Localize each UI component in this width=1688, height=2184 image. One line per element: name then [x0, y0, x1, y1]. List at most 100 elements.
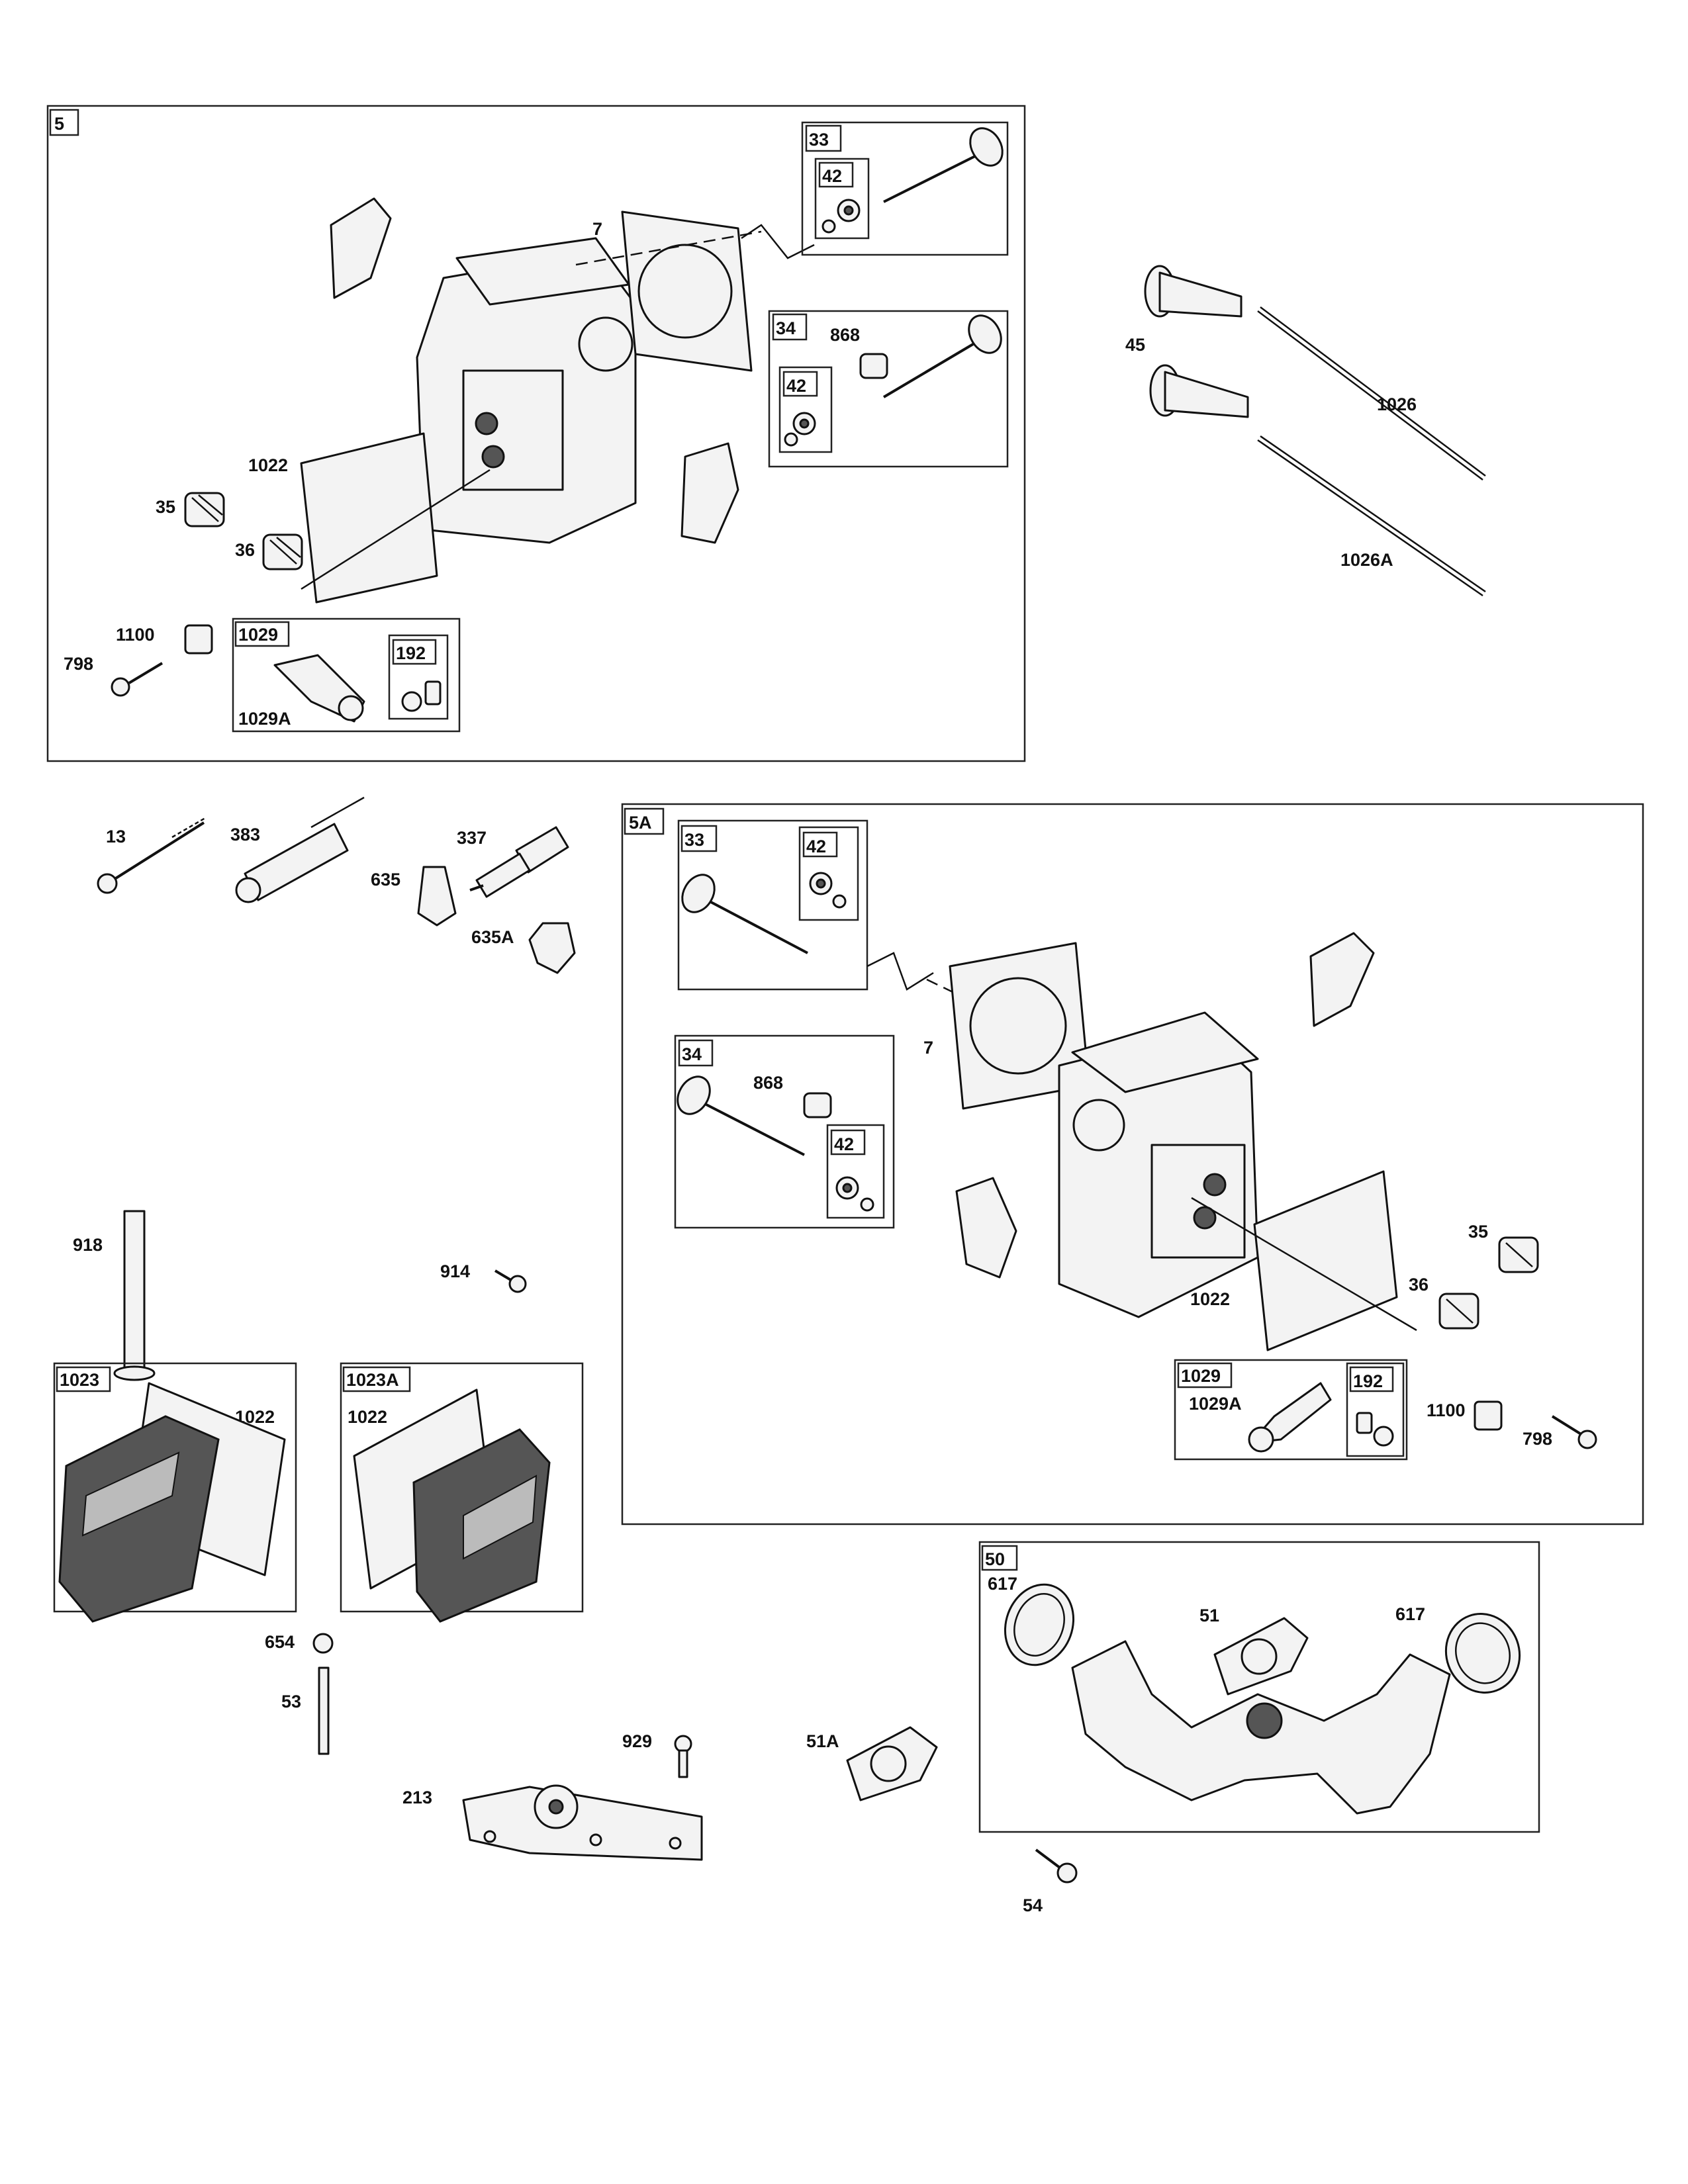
- part-36-label: 36: [235, 540, 255, 560]
- part-1023a-1022-label: 1022: [348, 1407, 387, 1427]
- gasket-51a: 51A: [806, 1726, 938, 1801]
- part-5a-7-label: 7: [923, 1038, 933, 1058]
- valve-guide-icon: [859, 353, 888, 379]
- group-1029-label: 1029: [238, 625, 278, 645]
- stud-53: 53: [281, 1666, 330, 1755]
- screw-914: 914: [440, 1261, 527, 1293]
- rocker-cover-1023: [58, 1415, 220, 1623]
- part-45-label: 45: [1125, 335, 1145, 355]
- boot-635a: [528, 922, 576, 974]
- part-918-label: 918: [73, 1235, 103, 1255]
- screw-54: 54: [1023, 1848, 1078, 1915]
- part-13-label: 13: [106, 827, 126, 846]
- exhaust-valve: [882, 314, 1002, 398]
- rocker-cover-gasket: [300, 432, 438, 604]
- part-868-label: 868: [830, 325, 860, 345]
- group-34-label: 34: [776, 318, 796, 338]
- part-617-left-label: 617: [988, 1574, 1017, 1594]
- clamp-617-right: [1444, 1613, 1521, 1694]
- part-337-label: 337: [457, 828, 487, 848]
- nut-654: 654: [265, 1632, 334, 1654]
- spring-35: [184, 492, 225, 527]
- part-635-label: 635: [371, 870, 400, 889]
- group-34-42-label: 42: [786, 376, 806, 396]
- group-1023: 1023 1022: [53, 1362, 297, 1623]
- tappet-lower: [1149, 364, 1249, 418]
- part-1026-label: 1026: [1377, 394, 1417, 414]
- part-51-label: 51: [1199, 1606, 1219, 1625]
- part-54-label: 54: [1023, 1895, 1043, 1915]
- part-5a-798-label: 798: [1523, 1429, 1552, 1449]
- group-5a: 5A 33 42 34 868 42: [621, 803, 1644, 1525]
- group-33-42-label: 42: [822, 166, 842, 186]
- part-1022-label: 1022: [248, 455, 288, 475]
- tappet-upper: [1144, 265, 1243, 318]
- group-50: 50 617 617 51: [978, 1541, 1540, 1833]
- screw-798: [111, 662, 164, 697]
- intake-gasket-5a: [1309, 932, 1375, 1027]
- group-34: 34 868 42: [768, 310, 1009, 468]
- spark-plug-337: [469, 826, 569, 898]
- part-635a-label: 635A: [471, 927, 514, 947]
- screw-5a-798: [1551, 1415, 1597, 1449]
- part-35-label: 35: [156, 497, 175, 517]
- pushrod-1026a: [1257, 439, 1483, 597]
- part-383-label: 383: [230, 825, 260, 844]
- spring-36: [262, 533, 303, 570]
- screw-929: 929: [622, 1731, 692, 1778]
- group-5a-label: 5A: [629, 813, 652, 833]
- intake-valve-5a: [681, 874, 808, 954]
- clip-1100-icon: [184, 624, 213, 655]
- part-5a-36-label: 36: [1409, 1275, 1429, 1295]
- group-33-label: 33: [809, 130, 829, 150]
- part-5a-35-label: 35: [1468, 1222, 1488, 1242]
- head-gasket-5a: 7: [867, 942, 1119, 1110]
- group-1023a: 1023A 1022: [340, 1362, 584, 1623]
- cylinder-head-5a: [1058, 1011, 1259, 1318]
- group-5a-33-42-label: 42: [806, 837, 826, 856]
- bolt-13: [97, 817, 206, 894]
- bracket-213: 213: [402, 1784, 703, 1861]
- group-5: 5 7 1022 35 36: [46, 105, 1026, 762]
- group-192-label: 192: [396, 643, 426, 663]
- group-5a-33-label: 33: [684, 830, 704, 850]
- part-213-label: 213: [402, 1788, 432, 1807]
- oil-tube-918: 918: [73, 1210, 156, 1381]
- part-798-label: 798: [64, 654, 93, 674]
- cylinder-head: [416, 237, 637, 544]
- group-5a-1029: 1029 1029A 192: [1174, 1359, 1408, 1461]
- spring-5a-35: [1498, 1236, 1539, 1273]
- part-5a-1022-label: 1022: [1190, 1289, 1230, 1309]
- group-5a-34-42-label: 42: [834, 1134, 854, 1154]
- boot-635: [417, 866, 457, 927]
- group-50-label: 50: [985, 1549, 1005, 1569]
- rocker-cover-gasket-5a: [1253, 1170, 1398, 1351]
- group-1023a-label: 1023A: [346, 1370, 399, 1390]
- spring-5a-36: [1438, 1293, 1479, 1330]
- part-1026a-label: 1026A: [1340, 550, 1393, 570]
- pushrod-1026: [1257, 310, 1483, 480]
- group-5a-192-label: 192: [1353, 1371, 1383, 1391]
- part-1029a-label: 1029A: [238, 709, 291, 729]
- part-1100-label: 1100: [116, 625, 155, 645]
- group-5a-1029-label: 1029: [1181, 1366, 1221, 1386]
- group-5a-34: 34 868 42: [674, 1034, 895, 1229]
- clamp-617-left: [1004, 1583, 1075, 1666]
- group-5a-33: 33 42: [677, 819, 868, 991]
- part-51a-label: 51A: [806, 1731, 839, 1751]
- part-5a-868-label: 868: [753, 1073, 783, 1093]
- exhaust-gasket: [680, 442, 739, 544]
- exhaust-gasket-5a: [955, 1177, 1017, 1279]
- group-1029: 1029 1029A 192: [232, 617, 461, 733]
- part-929-label: 929: [622, 1731, 652, 1751]
- part-617-right-label: 617: [1395, 1604, 1425, 1624]
- part-5a-1029a-label: 1029A: [1189, 1394, 1242, 1414]
- part-5a-1100-label: 1100: [1427, 1400, 1466, 1420]
- loose-parts: 13 383 337 635 635A: [97, 796, 576, 974]
- head-gasket: [575, 210, 815, 372]
- group-1023-label: 1023: [60, 1370, 99, 1390]
- part-914-label: 914: [440, 1261, 470, 1281]
- group-33: 33 42: [801, 121, 1009, 256]
- exhaust-valve-5a: [677, 1075, 805, 1156]
